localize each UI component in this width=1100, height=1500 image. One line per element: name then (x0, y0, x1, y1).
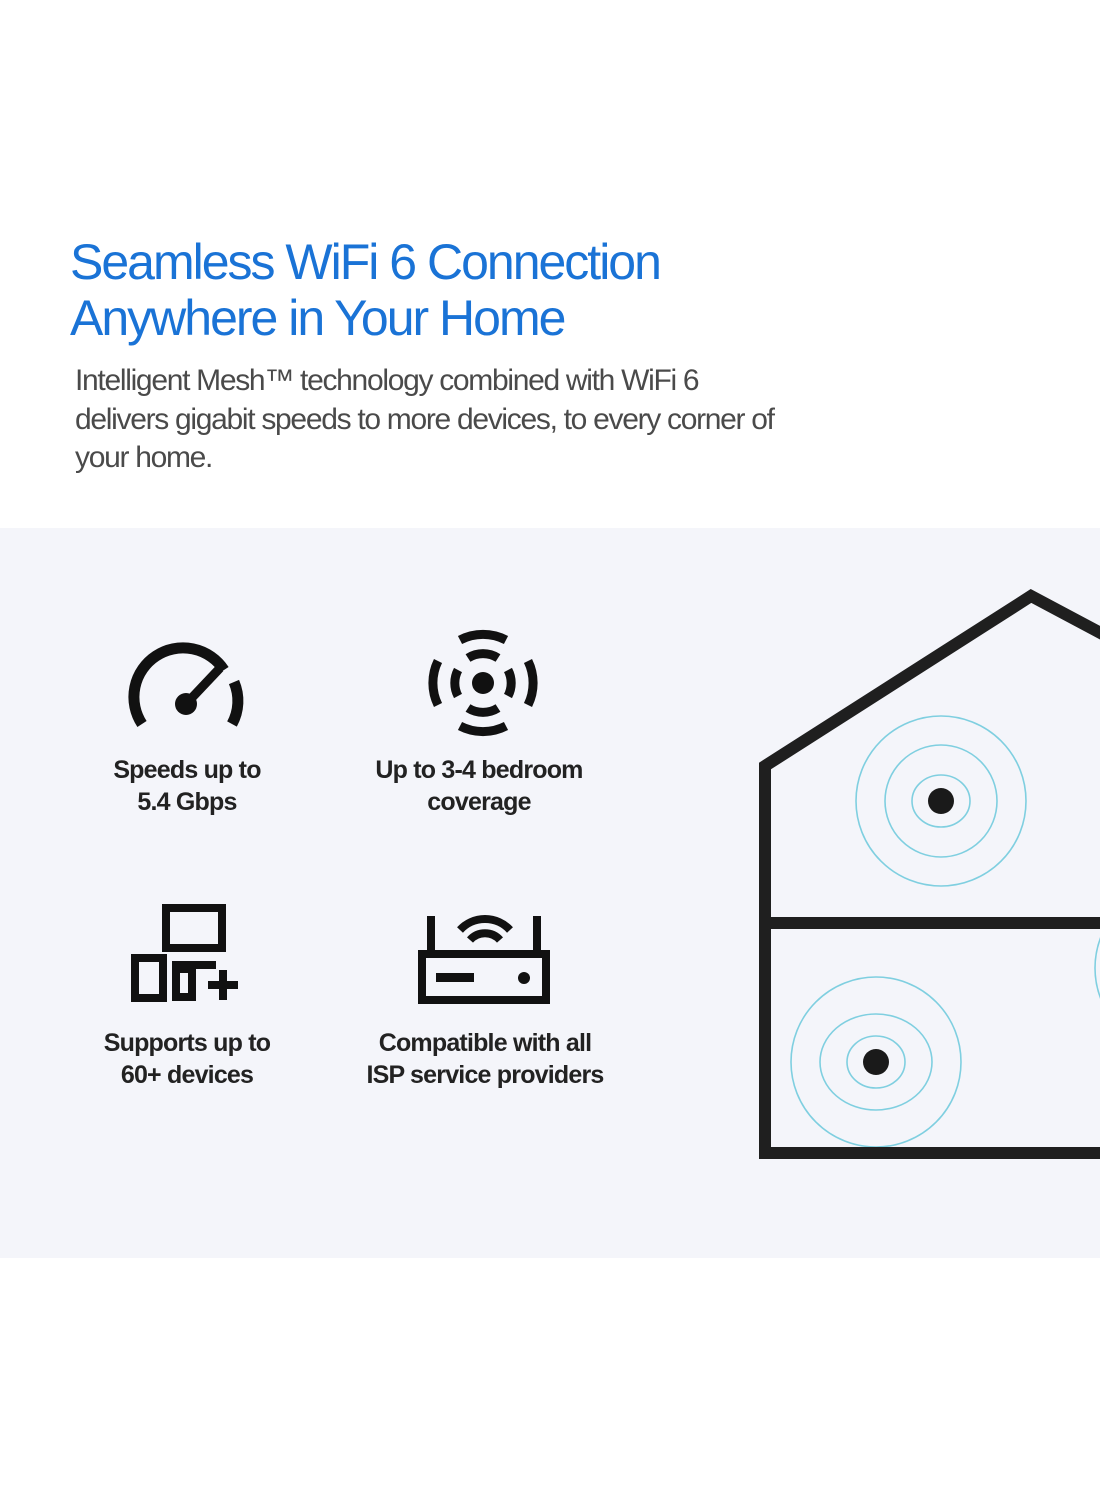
router-icon (418, 915, 550, 1004)
title-line-1: Seamless WiFi 6 Connection (70, 234, 662, 290)
speedometer-icon (128, 642, 244, 728)
devices-plus-icon (131, 904, 238, 1002)
title-line-2: Anywhere in Your Home (70, 290, 566, 346)
description: Intelligent Mesh™ technology combined wi… (75, 364, 775, 474)
wireless-signal-icon (428, 629, 538, 737)
